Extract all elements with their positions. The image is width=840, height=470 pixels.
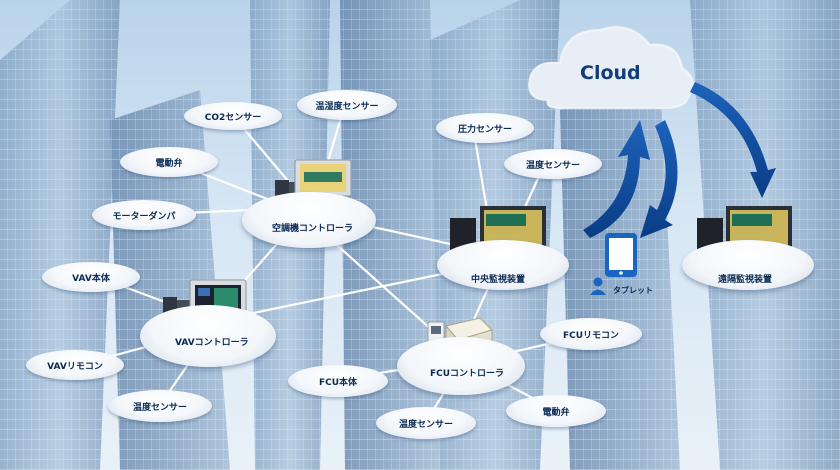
temp-humidity-sensor-node: 温湿度センサー [297,90,397,120]
cloud-shape [528,26,694,109]
cloud-label: Cloud [580,62,641,84]
remote-monitor-label: 遠隔監視装置 [718,275,773,285]
sync-arrows [583,82,776,238]
vav-remote-node: VAVリモコン [26,350,124,380]
ahu-motor-valve-node: 電動弁 [120,147,218,177]
tablet-label: タブレット [613,286,653,295]
fcu-unit-node: FCU本体 [288,365,388,397]
ahu-controller-hub [242,192,376,248]
vav-temp-sensor-node: 温度センサー [108,390,212,422]
central-temp-sensor-node: 温度センサー [504,149,602,179]
fcu-controller-label: FCUコントローラ [430,369,505,379]
central-monitor-label: 中央監視装置 [471,275,526,285]
motor-damper-node: モーターダンパ [92,200,196,230]
vav-controller-label: VAVコントローラ [175,338,249,348]
vav-unit-node: VAV本体 [42,262,140,292]
fcu-controller-hub [397,337,525,395]
ahu-controller-label: 空調機コントローラ [272,224,354,234]
tablet-device [590,233,637,295]
vav-controller-hub [140,305,276,367]
fcu-motor-valve-node: 電動弁 [506,395,606,427]
co2-sensor-node: CO2センサー [184,102,282,130]
remote-monitor-hub [682,240,814,290]
pressure-sensor-node: 圧力センサー [436,113,534,143]
ahu-controller-device [275,159,352,208]
central-monitor-hub [437,240,569,290]
fcu-temp-sensor-node: 温度センサー [376,407,476,439]
fcu-remote-node: FCUリモコン [540,318,642,350]
